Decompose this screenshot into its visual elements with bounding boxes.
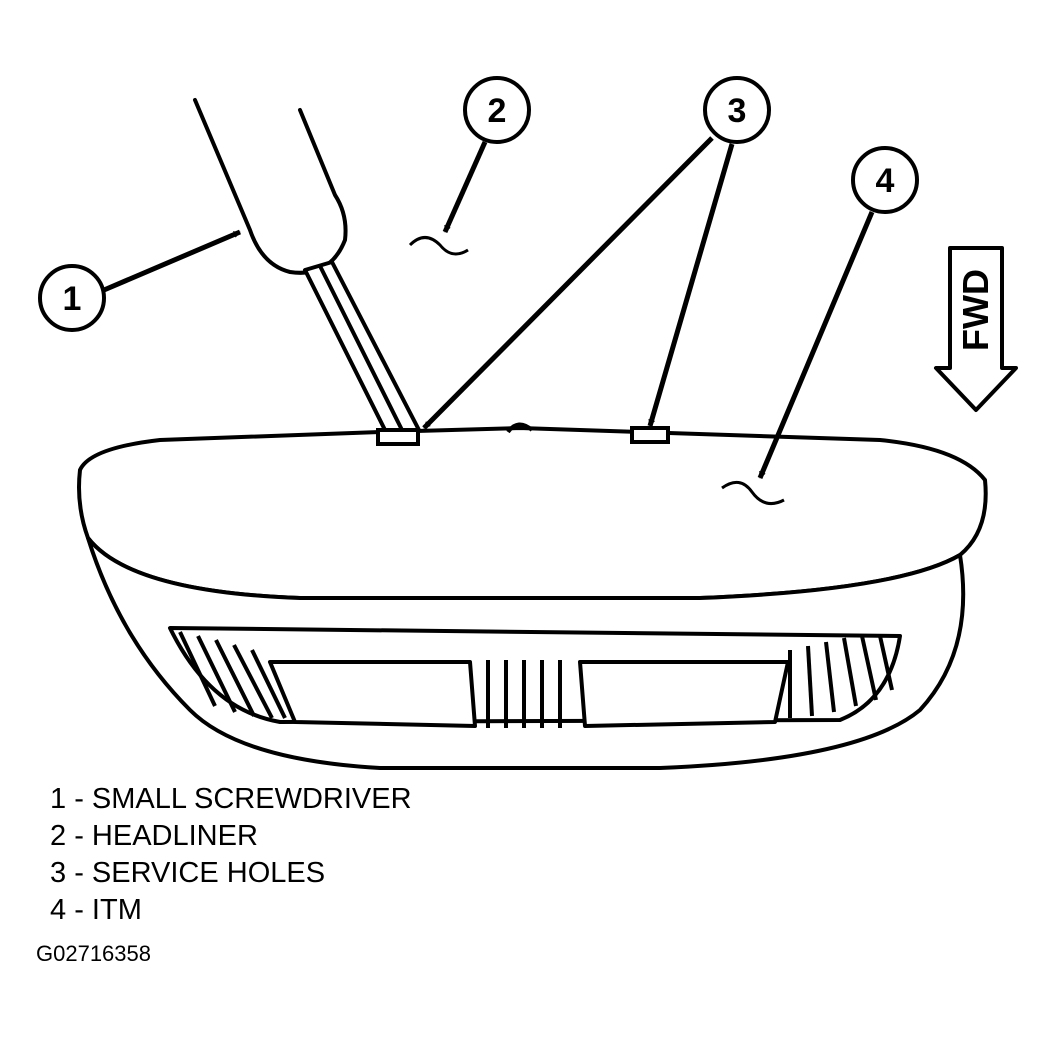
legend: 1 - SMALL SCREWDRIVER 2 - HEADLINER 3 - …	[50, 781, 412, 929]
legend-item: 4 - ITM	[50, 894, 142, 926]
callout-1-number: 1	[63, 280, 82, 318]
arrow-1	[103, 229, 241, 293]
arrow-2	[442, 140, 488, 234]
callout-3: 3	[703, 76, 771, 144]
vent-fins-center	[486, 660, 562, 728]
callout-4-number: 4	[876, 162, 895, 200]
fwd-label: FWD	[955, 269, 996, 351]
arrow-4	[757, 211, 875, 479]
legend-item: 1 - SMALL SCREWDRIVER	[50, 783, 412, 815]
legend-item: 3 - SERVICE HOLES	[50, 857, 326, 889]
callout-2: 2	[463, 76, 531, 144]
callout-4: 4	[851, 146, 919, 214]
legend-item: 2 - HEADLINER	[50, 820, 258, 852]
service-holes	[376, 422, 670, 446]
itm-housing	[77, 426, 988, 770]
figure-id: G02716358	[36, 941, 151, 966]
vent-fins-left	[178, 631, 287, 719]
screwdriver-handle	[193, 98, 348, 275]
display-windows	[268, 660, 790, 728]
callout-1: 1	[38, 264, 106, 332]
callout-3-number: 3	[728, 92, 747, 130]
arrow-3b	[647, 143, 735, 427]
fwd-direction-arrow: FWD	[934, 246, 1018, 412]
leader-arrows	[103, 136, 875, 479]
arrow-3a	[422, 136, 714, 430]
headliner-squiggle	[408, 236, 469, 256]
itm-squiggle	[721, 480, 785, 506]
callout-2-number: 2	[488, 92, 507, 130]
screwdriver-shaft	[303, 260, 422, 442]
vent-fins-right	[788, 635, 894, 718]
